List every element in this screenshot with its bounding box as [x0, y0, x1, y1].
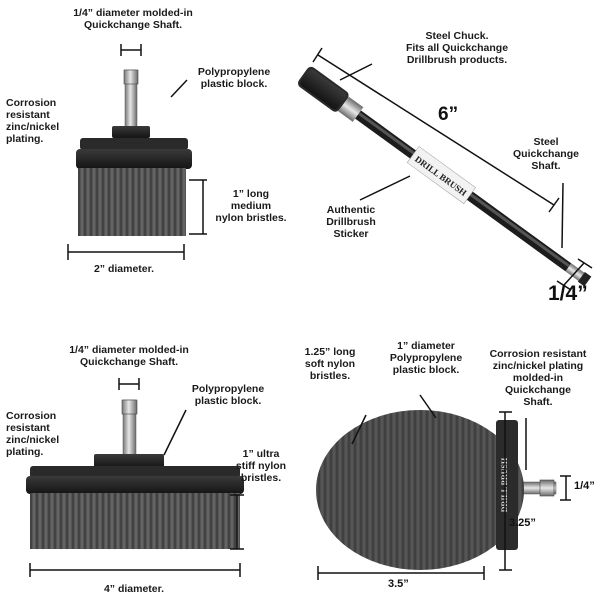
bottom-right-block-label: 1” diameter Polypropylene plastic block. [389, 340, 463, 376]
bottom-right-bristle-label: 1.25” long soft nylon bristles. [304, 346, 356, 382]
bottom-left-plating-label: Corrosion resistant zinc/nickel plating. [6, 410, 60, 458]
top-left-plating-label: Corrosion resistant zinc/nickel plating. [6, 97, 60, 145]
top-right-length-label: 6” [438, 104, 459, 125]
top-right-shaft-label: Steel Quickchange Shaft. [513, 136, 579, 172]
large-flat-brush [26, 399, 244, 549]
round-brush: DRILL BRUSH [316, 410, 557, 570]
bottom-right-shaft-label: Corrosion resistant zinc/nickel plating … [489, 348, 587, 408]
top-right-dimensions [312, 47, 593, 291]
bottom-right-dimensions [317, 394, 571, 580]
top-left-block-label: Polypropylene plastic block. [197, 66, 271, 90]
top-left-dimensions [67, 44, 207, 260]
top-right-chuck-label: Steel Chuck. Fits all Quickchange Drillb… [405, 30, 509, 66]
bottom-left-bristle-label: 1” ultra stiff nylon bristles. [235, 448, 287, 484]
extension-sticker-text: DRILL BRUSH [413, 154, 468, 198]
extension-shaft: DRILL BRUSH [297, 66, 592, 287]
bottom-left-shaft-label: 1/4” diameter molded-in Quickchange Shaf… [69, 344, 189, 368]
bottom-right-width-label: 3.5” [388, 578, 409, 590]
top-left-bristle-label: 1” long medium nylon bristles. [215, 188, 287, 224]
top-right-shaft-size-label: 1/4” [548, 282, 588, 305]
bottom-left-block-label: Polypropylene plastic block. [191, 383, 265, 407]
top-right-sticker-label: Authentic Drillbrush Sticker [326, 204, 376, 240]
bottom-right-shaft-size-label: 1/4” [574, 480, 595, 492]
top-left-shaft-label: 1/4” diameter molded-in Quickchange Shaf… [73, 7, 193, 31]
top-left-diameter-label: 2” diameter. [93, 263, 155, 275]
bottom-left-diameter-label: 4” diameter. [103, 583, 165, 595]
bottom-right-height-label: 3.25” [509, 517, 536, 529]
bottom-left-dimensions [29, 378, 244, 577]
small-flat-brush [76, 69, 192, 236]
